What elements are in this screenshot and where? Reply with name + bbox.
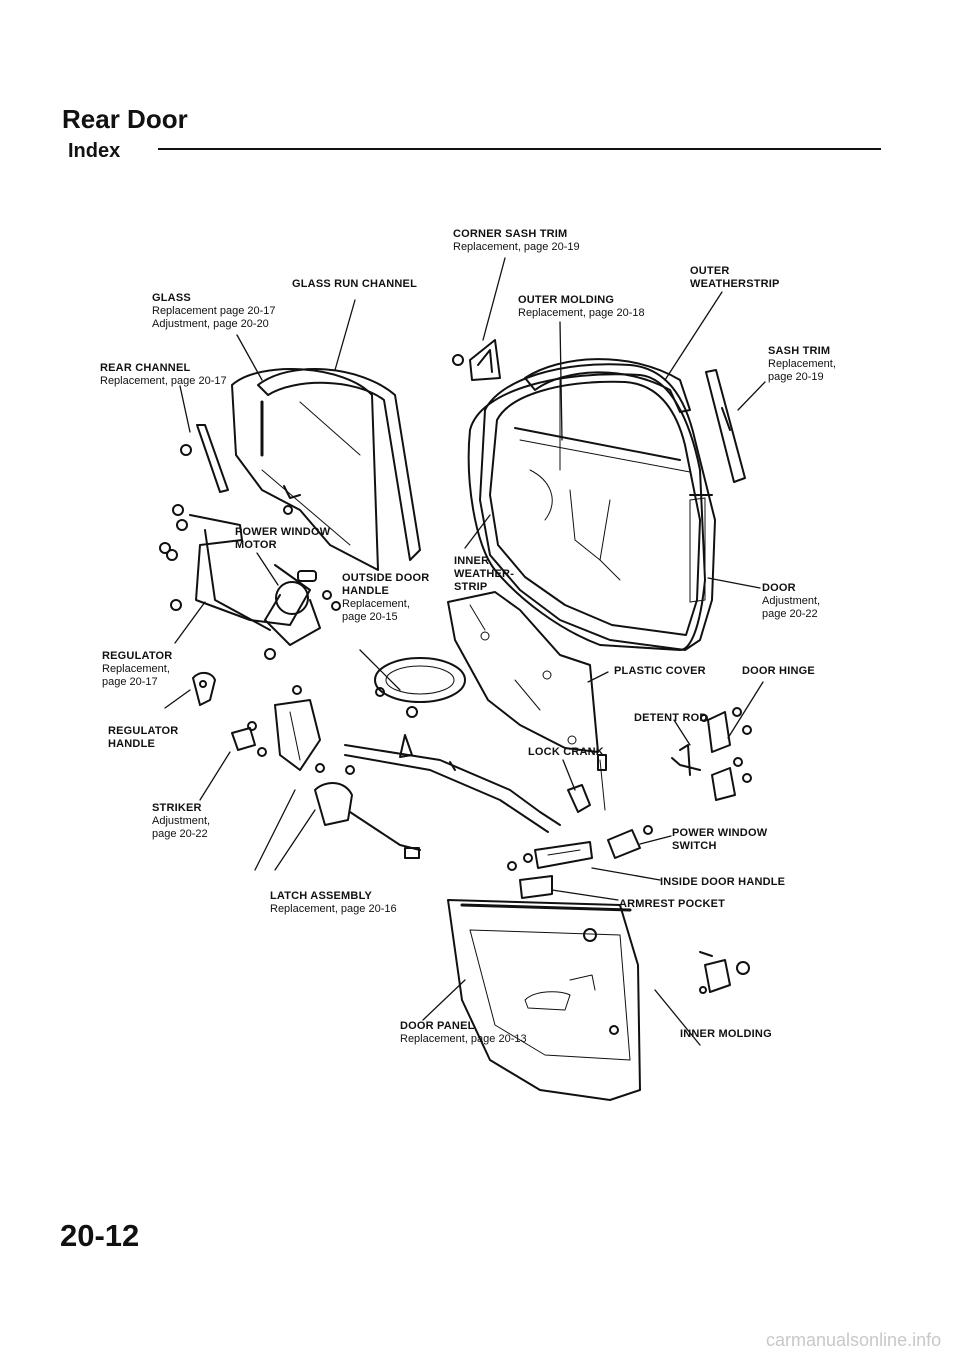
callout-striker: STRIKER Adjustment, page 20-22 [152, 802, 211, 840]
callout-outer-molding: OUTER MOLDING Replacement, page 20-18 [518, 294, 645, 319]
callout-inner-weatherstrip: INNER WEATHER- STRIP [454, 555, 515, 593]
section-subtitle: Index [68, 140, 121, 162]
callout-door-panel: DOOR PANEL Replacement, page 20-13 [400, 1020, 527, 1045]
lock-crank-part [567, 754, 607, 813]
regulator-part [159, 504, 311, 660]
glass-part [231, 368, 379, 571]
callout-corner-sash-trim: CORNER SASH TRIM Replacement, page 20-19 [453, 228, 580, 253]
regulator-handle-part [192, 672, 216, 706]
door-hinges-part [671, 707, 752, 801]
callout-armrest-pocket: ARMREST POCKET [619, 898, 726, 910]
sash-trim-part [705, 369, 746, 483]
callout-glass-run-channel: GLASS RUN CHANNEL [292, 278, 418, 290]
callout-door-hinge: DOOR HINGE [742, 665, 815, 677]
title-rule [158, 148, 881, 150]
callout-outer-weatherstrip: OUTER WEATHERSTRIP [690, 265, 780, 290]
callout-rear-channel: REAR CHANNEL Replacement, page 20-17 [100, 362, 227, 387]
glass-run-channel-part [257, 368, 421, 561]
callout-lock-crank: LOCK CRANK [528, 746, 604, 758]
callout-door: DOOR Adjustment, page 20-22 [762, 582, 821, 620]
callout-regulator: REGULATOR Replacement, page 20-17 [102, 650, 173, 688]
inner-weatherstrip-part [467, 373, 706, 651]
callout-inner-molding: INNER MOLDING [680, 1028, 772, 1040]
door-panel-part [447, 899, 641, 1101]
inner-molding-part [699, 951, 750, 994]
inside-door-handle-part [507, 841, 593, 871]
callout-outside-door-handle: OUTSIDE DOOR HANDLE Replacement, page 20… [342, 572, 430, 623]
callout-power-window-motor: POWER WINDOW MOTOR [235, 526, 331, 551]
power-window-motor-part [264, 505, 332, 646]
outside-door-handle-part [331, 601, 466, 718]
page-title: Rear Door [62, 104, 188, 134]
callout-regulator-handle: REGULATOR HANDLE [108, 725, 179, 750]
power-window-switch-part [607, 825, 653, 859]
callout-latch-assembly: LATCH ASSEMBLY Replacement, page 20-16 [270, 890, 397, 915]
outer-weatherstrip-part [524, 358, 691, 413]
rear-channel-part [180, 424, 229, 493]
striker-part [231, 721, 267, 757]
callout-sash-trim: SASH TRIM Replacement, page 20-19 [768, 345, 836, 383]
callout-detent-rod: DETENT ROD [634, 712, 708, 724]
door-part [479, 363, 716, 651]
plastic-cover-part [447, 591, 599, 753]
callout-leader-lines [164, 257, 766, 1046]
latch-assembly-part [274, 685, 421, 859]
callout-power-window-switch: POWER WINDOW SWITCH [672, 827, 768, 852]
corner-sash-trim-part [452, 339, 501, 381]
watermark: carmanualsonline.info [766, 1330, 942, 1350]
callout-plastic-cover: PLASTIC COVER [614, 665, 706, 677]
page-number: 20-12 [60, 1218, 140, 1253]
armrest-pocket-part [519, 875, 553, 899]
callout-glass: GLASS Replacement page 20-17 Adjustment,… [152, 292, 276, 330]
callout-inside-door-handle: INSIDE DOOR HANDLE [660, 876, 786, 888]
lock-rods-part [344, 734, 561, 833]
